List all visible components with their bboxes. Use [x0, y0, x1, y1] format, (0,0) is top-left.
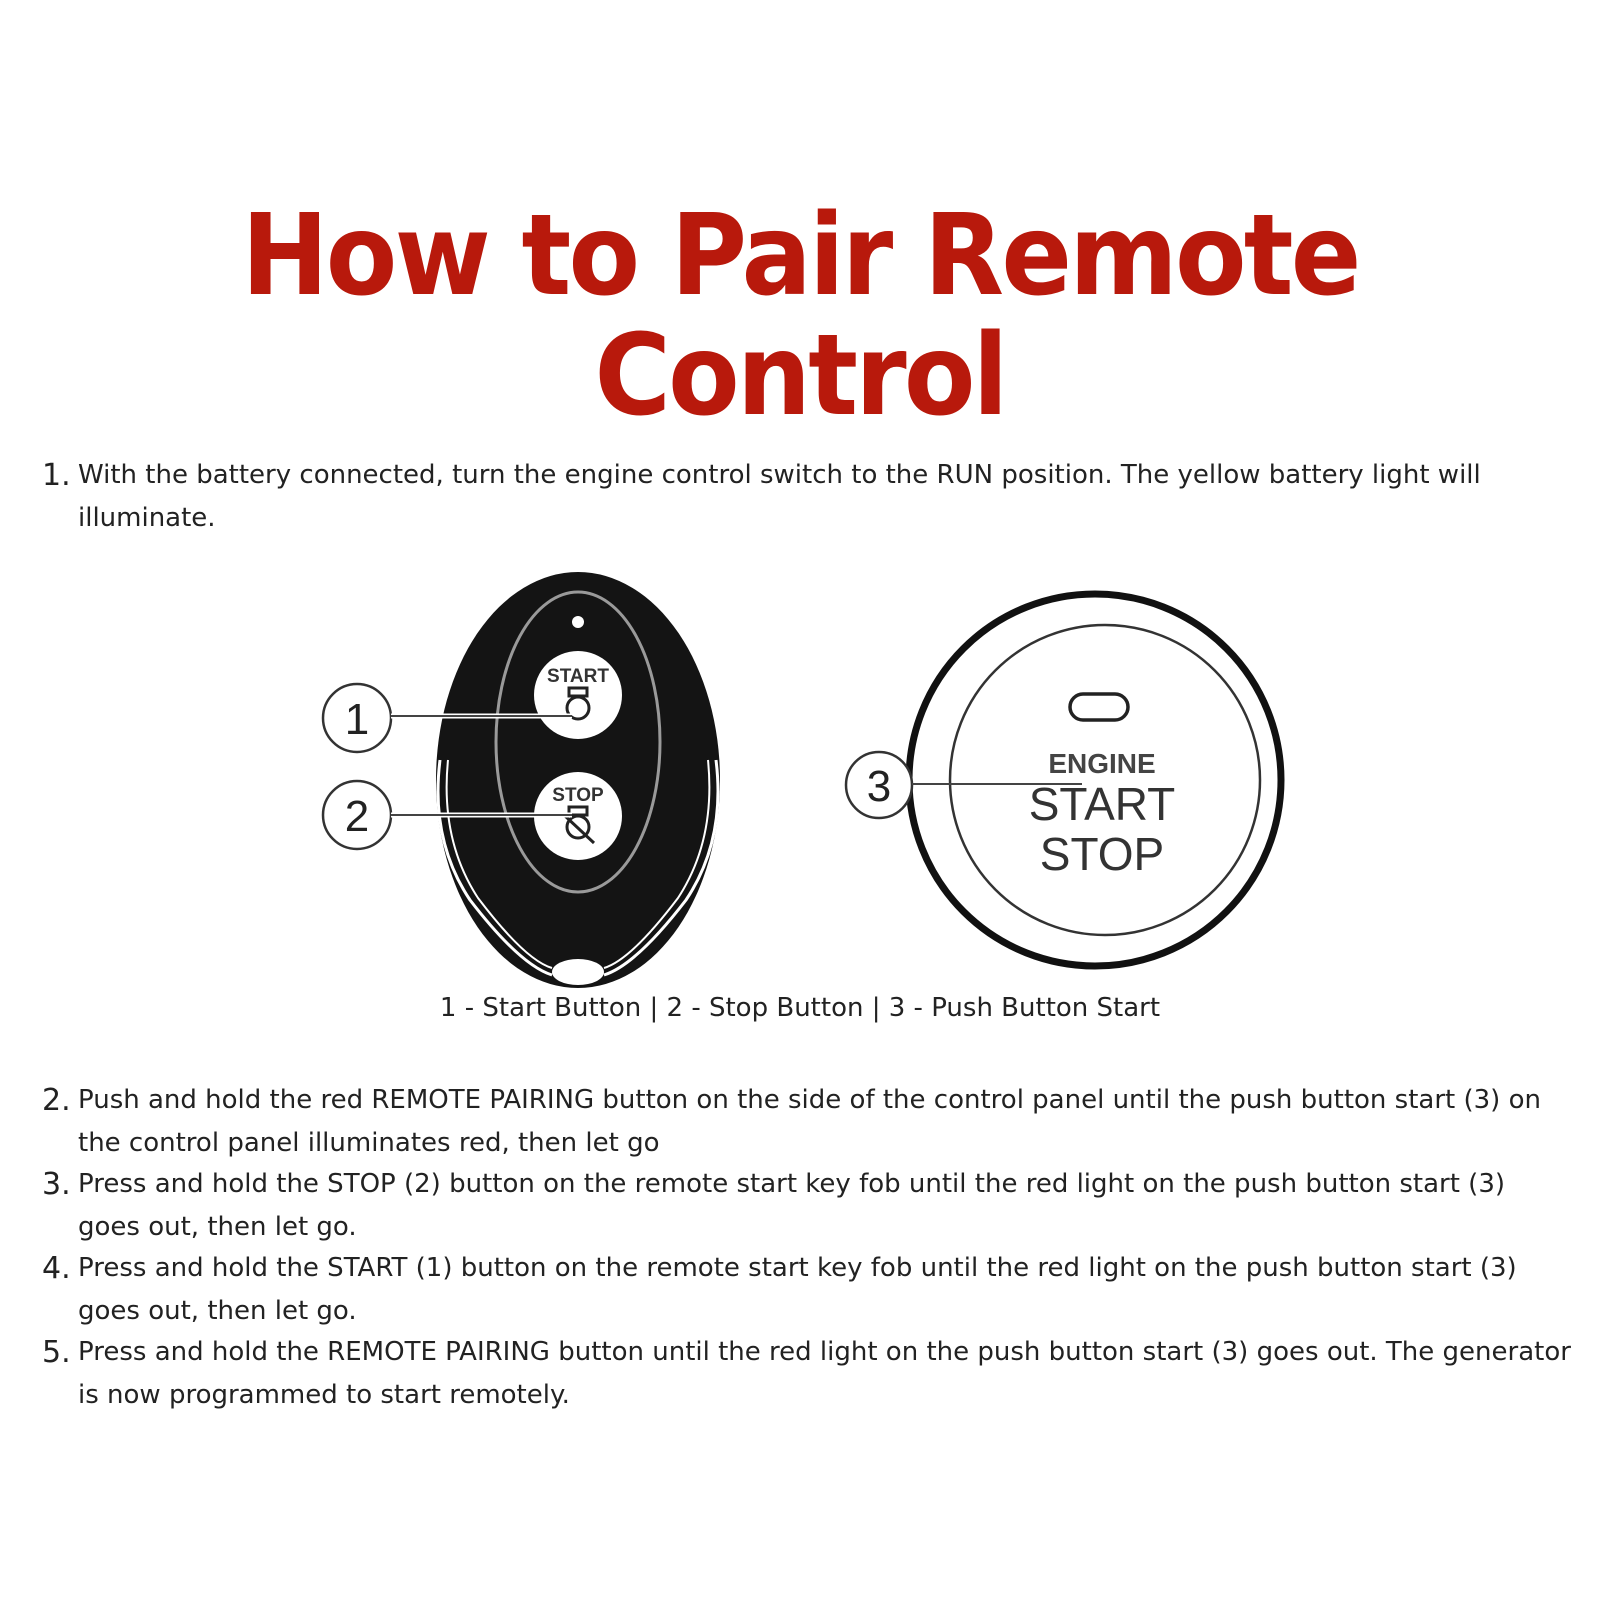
fob-stop-label: STOP [552, 785, 604, 806]
step-number: 1. [42, 458, 71, 493]
svg-text:2: 2 [345, 792, 369, 841]
engine-start-icon [565, 686, 591, 721]
key-fob-illustration: START STOP [436, 572, 720, 988]
figure-caption: 1 - Start Button | 2 - Stop Button | 3 -… [439, 993, 1161, 1023]
step-text: With the battery connected, turn the eng… [78, 460, 1481, 533]
step-text: Press and hold the REMOTE PAIRING button… [78, 1337, 1571, 1410]
step-5: 5. Press and hold the REMOTE PAIRING but… [42, 1331, 1572, 1417]
svg-text:STOP: STOP [1040, 828, 1164, 880]
svg-text:1: 1 [345, 695, 369, 744]
step-4: 4. Press and hold the START (1) button o… [42, 1247, 1572, 1333]
engine-stop-icon [562, 805, 596, 845]
svg-text:3: 3 [867, 762, 891, 811]
step-number: 3. [42, 1167, 71, 1202]
step-number: 2. [42, 1083, 71, 1118]
step-text: Push and hold the red REMOTE PAIRING but… [78, 1085, 1541, 1158]
page-title: How to Pair Remote Control [241, 191, 1361, 441]
step-1: 1. With the battery connected, turn the … [42, 454, 1572, 540]
step-text: Press and hold the START (1) button on t… [78, 1253, 1517, 1326]
callout-3: 3 [844, 750, 1082, 820]
svg-text:ENGINE: ENGINE [1048, 748, 1155, 779]
step-2: 2. Push and hold the red REMOTE PAIRING … [42, 1079, 1572, 1165]
step-number: 5. [42, 1335, 71, 1370]
step-number: 4. [42, 1251, 71, 1286]
callout-1: 1 [321, 682, 572, 754]
diagram: START STOP 1 2 [0, 550, 1600, 990]
callout-2: 2 [321, 779, 572, 851]
step-3: 3. Press and hold the STOP (2) button on… [42, 1163, 1572, 1249]
indicator-light-icon [1068, 692, 1130, 722]
fob-start-label: START [547, 666, 609, 687]
step-text: Press and hold the STOP (2) button on th… [78, 1169, 1506, 1242]
svg-text:START: START [1029, 778, 1176, 830]
push-button-start-illustration: ENGINE START STOP [905, 590, 1285, 970]
